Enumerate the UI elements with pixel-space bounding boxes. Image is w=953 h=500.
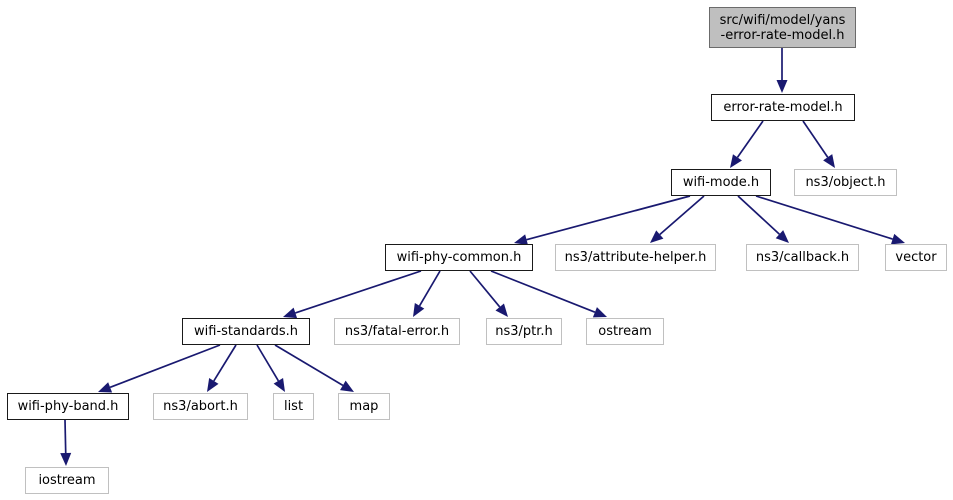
node-label-abort: ns3/abort.h bbox=[163, 399, 238, 414]
node-label-yans: src/wifi/model/yans -error-rate-model.h bbox=[719, 12, 846, 43]
node-map[interactable]: map bbox=[338, 393, 390, 420]
node-label-vector: vector bbox=[895, 250, 937, 265]
edge-wifimode-to-attrhelper bbox=[650, 195, 705, 243]
node-callback[interactable]: ns3/callback.h bbox=[746, 244, 859, 271]
node-label-list: list bbox=[283, 399, 304, 414]
edge-standards-to-abort bbox=[207, 344, 237, 392]
node-standards[interactable]: wifi-standards.h bbox=[182, 318, 310, 345]
edge-wifimode-to-vector bbox=[755, 195, 905, 245]
edge-erm-to-object bbox=[802, 120, 835, 168]
node-label-ostream: ostream bbox=[598, 324, 652, 339]
node-erm[interactable]: error-rate-model.h bbox=[711, 94, 855, 121]
edge-wifimode-to-callback bbox=[737, 195, 789, 243]
node-label-ptr: ns3/ptr.h bbox=[495, 324, 553, 339]
node-iostream[interactable]: iostream bbox=[25, 467, 109, 494]
edge-standards-to-map bbox=[274, 344, 354, 392]
node-label-attrhelper: ns3/attribute-helper.h bbox=[564, 250, 707, 265]
node-label-wifimode: wifi-mode.h bbox=[682, 175, 760, 190]
node-label-object: ns3/object.h bbox=[805, 175, 886, 190]
node-label-phyband: wifi-phy-band.h bbox=[17, 399, 119, 414]
node-abort[interactable]: ns3/abort.h bbox=[153, 393, 248, 420]
node-yans[interactable]: src/wifi/model/yans -error-rate-model.h bbox=[709, 7, 856, 48]
node-label-fatalerror: ns3/fatal-error.h bbox=[344, 324, 450, 339]
edge-erm-to-wifimode bbox=[730, 120, 764, 168]
edge-phycommon-to-ostream bbox=[490, 270, 607, 318]
edge-phyband-to-iostream bbox=[60, 419, 72, 466]
node-wifimode[interactable]: wifi-mode.h bbox=[671, 169, 771, 196]
edge-wifimode-to-phycommon bbox=[514, 195, 691, 245]
node-list[interactable]: list bbox=[273, 393, 314, 420]
edge-phycommon-to-standards bbox=[283, 270, 422, 319]
edge-phycommon-to-fatalerror bbox=[413, 270, 441, 317]
edge-phycommon-to-ptr bbox=[469, 270, 508, 317]
edge-standards-to-list bbox=[256, 344, 285, 392]
node-phyband[interactable]: wifi-phy-band.h bbox=[7, 393, 129, 420]
edge-standards-to-phyband bbox=[98, 344, 221, 393]
node-phycommon[interactable]: wifi-phy-common.h bbox=[385, 244, 533, 271]
node-object[interactable]: ns3/object.h bbox=[794, 169, 897, 196]
edge-yans-to-erm bbox=[776, 48, 788, 93]
node-label-erm: error-rate-model.h bbox=[723, 100, 843, 115]
node-attrhelper[interactable]: ns3/attribute-helper.h bbox=[555, 244, 716, 271]
node-ptr[interactable]: ns3/ptr.h bbox=[486, 318, 562, 345]
node-label-map: map bbox=[349, 399, 379, 414]
node-label-callback: ns3/callback.h bbox=[755, 250, 850, 265]
node-label-standards: wifi-standards.h bbox=[194, 324, 298, 339]
node-fatalerror[interactable]: ns3/fatal-error.h bbox=[334, 318, 460, 345]
node-label-iostream: iostream bbox=[38, 473, 96, 488]
node-label-phycommon: wifi-phy-common.h bbox=[396, 250, 522, 265]
node-vector[interactable]: vector bbox=[885, 244, 947, 271]
node-ostream[interactable]: ostream bbox=[586, 318, 664, 345]
